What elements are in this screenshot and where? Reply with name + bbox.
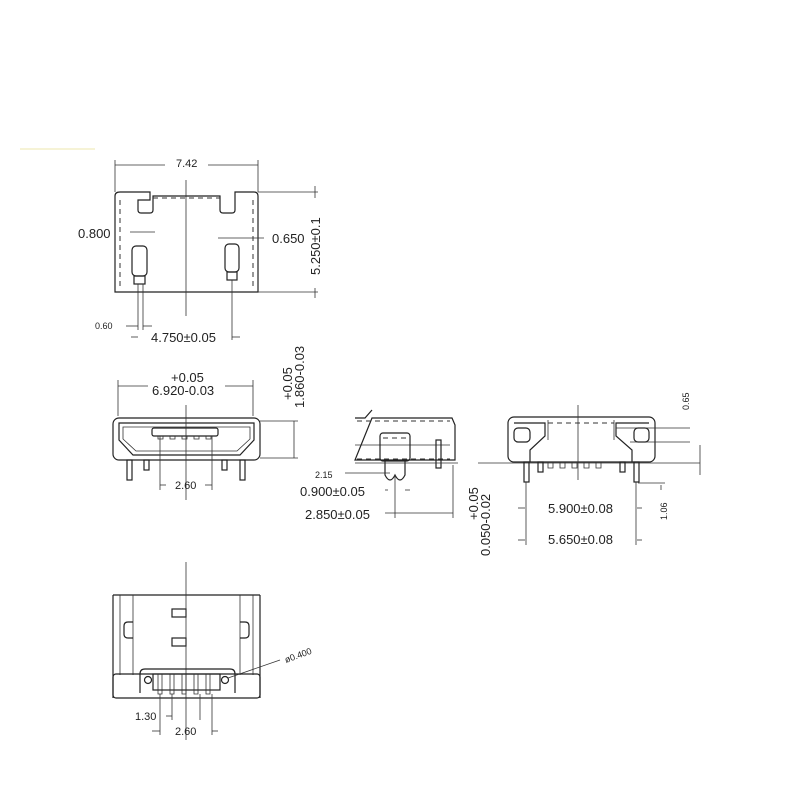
top-pin-width-label: 0.60 [95, 321, 113, 331]
side-tab-label: 0.900±0.05 [300, 484, 365, 499]
front-width-tol: +0.05 [171, 370, 204, 385]
top-pin-spacing-label: 4.750±0.05 [151, 330, 216, 345]
front-width-label: 6.920-0.03 [152, 383, 214, 398]
top-height-label: 5.250±0.1 [308, 217, 323, 275]
rear-inner-label: 5.650±0.08 [548, 532, 613, 547]
rear-pin-length-label: 1.06 [659, 502, 669, 520]
front-height-tol: +0.05 [280, 367, 295, 400]
top-width-label: 7.42 [176, 158, 197, 170]
rear-thickness-label: 0.050-0.02 [478, 494, 493, 556]
front-pitch-label: 2.60 [175, 480, 196, 492]
top-view: 7.42 0.800 0.650 5.250±0.1 0.60 4.750±0.… [78, 158, 323, 345]
side-offset-label: 2.15 [315, 470, 333, 480]
rear-view: 0.65 +0.05 0.050-0.02 5.900±0.08 1.06 5.… [466, 392, 701, 556]
front-view: +0.05 6.920-0.03 +0.05 1.860-0.03 2.60 [112, 346, 307, 500]
top-left-pin-label: 0.800 [78, 226, 111, 241]
bottom-pitch-small-label: 1.30 [135, 711, 156, 723]
rear-outer-label: 5.900±0.08 [548, 501, 613, 516]
bottom-hole-label: ø0.400 [283, 646, 313, 665]
top-right-pin-label: 0.650 [272, 231, 305, 246]
front-height-label: 1.860-0.03 [292, 346, 307, 408]
side-depth-label: 2.850±0.05 [305, 507, 370, 522]
bottom-view: ø0.400 1.30 2.60 [112, 562, 313, 740]
side-view: 2.15 0.900±0.05 2.850±0.05 [300, 409, 458, 522]
rear-top-label: 0.65 [681, 392, 691, 410]
bottom-pitch-label: 2.60 [175, 726, 196, 738]
rear-thickness-tol: +0.05 [466, 487, 481, 520]
